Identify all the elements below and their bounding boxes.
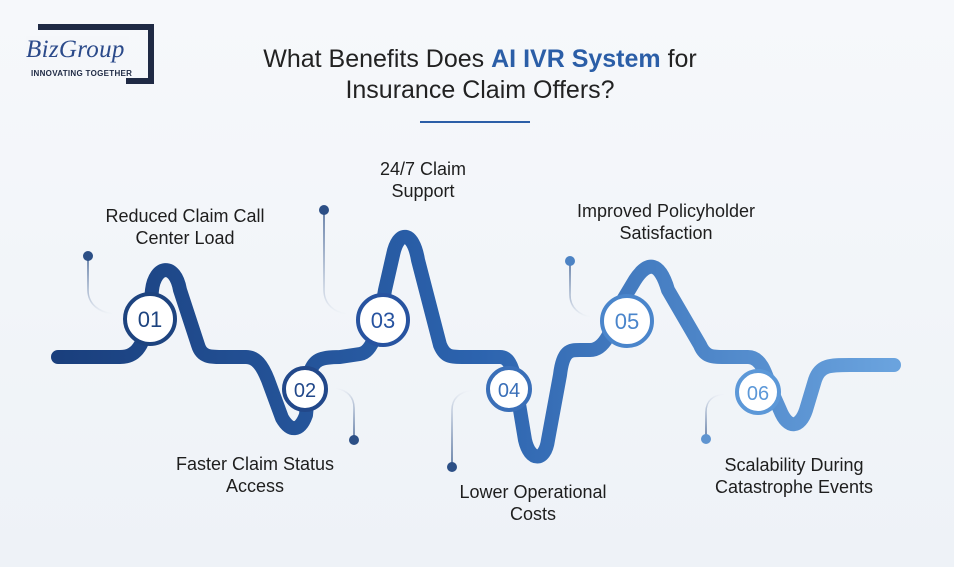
title-text-before: What Benefits Does (263, 45, 492, 73)
step-number-03: 03 (371, 308, 395, 333)
step-label-01: Reduced Claim Call Center Load (90, 205, 280, 249)
step-label-05-line2: Satisfaction (619, 223, 713, 243)
title-text-after: for (660, 45, 697, 73)
connector-line-02 (335, 387, 355, 440)
step-label-01-line2: Center Load (135, 228, 235, 248)
step-marker-01: 01 (123, 292, 177, 346)
wave-path (51, 229, 901, 464)
connector-line-03 (323, 210, 347, 315)
connector-line-05 (569, 261, 591, 318)
step-label-05: Improved Policyholder Satisfaction (548, 200, 784, 244)
title-highlight: AI IVR System (491, 45, 661, 73)
step-label-05-line1: Improved Policyholder (576, 201, 756, 221)
step-marker-04: 04 (486, 366, 532, 412)
step-label-02-line1: Faster Claim Status (175, 454, 335, 474)
step-marker-06: 06 (735, 369, 781, 415)
step-label-06-line1: Scalability During (724, 455, 864, 475)
step-number-01: 01 (138, 307, 162, 332)
step-label-03-line1: 24/7 Claim (379, 159, 467, 179)
step-label-03-line2: Support (391, 181, 455, 201)
title-line-2: Insurance Claim Offers? (345, 76, 615, 104)
step-label-06: Scalability During Catastrophe Events (694, 454, 894, 498)
step-number-06: 06 (747, 383, 769, 405)
connector-dot-05 (565, 256, 575, 266)
step-label-01-line1: Reduced Claim Call (105, 206, 265, 226)
step-label-04-line2: Costs (509, 504, 556, 524)
connector-line-04 (451, 389, 473, 467)
connector-line-01 (87, 256, 113, 315)
step-label-02-line2: Access (225, 476, 285, 496)
connector-dot-01 (83, 251, 93, 261)
step-number-02: 02 (294, 380, 316, 402)
connector-dot-03 (319, 205, 329, 215)
step-label-06-line2: Catastrophe Events (714, 477, 874, 497)
step-label-03: 24/7 Claim Support (338, 158, 508, 202)
title-underline (420, 121, 530, 123)
step-marker-02: 02 (282, 366, 328, 412)
logo-brand-name: BizGroup (26, 36, 129, 64)
connector-dot-02 (349, 435, 359, 445)
title-line-1: What Benefits Does AI IVR System for (200, 44, 760, 75)
connector-dot-04 (447, 462, 457, 472)
logo-frame-bottom (126, 58, 154, 84)
connector-dot-06 (701, 434, 711, 444)
bizgroup-logo: BizGroup INNOVATING TOGETHER (26, 24, 160, 84)
step-number-04: 04 (498, 380, 520, 402)
logo-frame-top (38, 24, 154, 80)
step-marker-03: 03 (356, 293, 410, 347)
logo-tagline: INNOVATING TOGETHER (31, 69, 133, 78)
step-label-04-line1: Lower Operational (459, 482, 607, 502)
step-number-05: 05 (615, 309, 639, 334)
page-title: What Benefits Does AI IVR System for Ins… (200, 44, 760, 106)
step-label-04: Lower Operational Costs (438, 481, 628, 525)
step-marker-05: 05 (600, 294, 654, 348)
connector-line-06 (705, 393, 725, 439)
step-label-02: Faster Claim Status Access (160, 453, 350, 497)
